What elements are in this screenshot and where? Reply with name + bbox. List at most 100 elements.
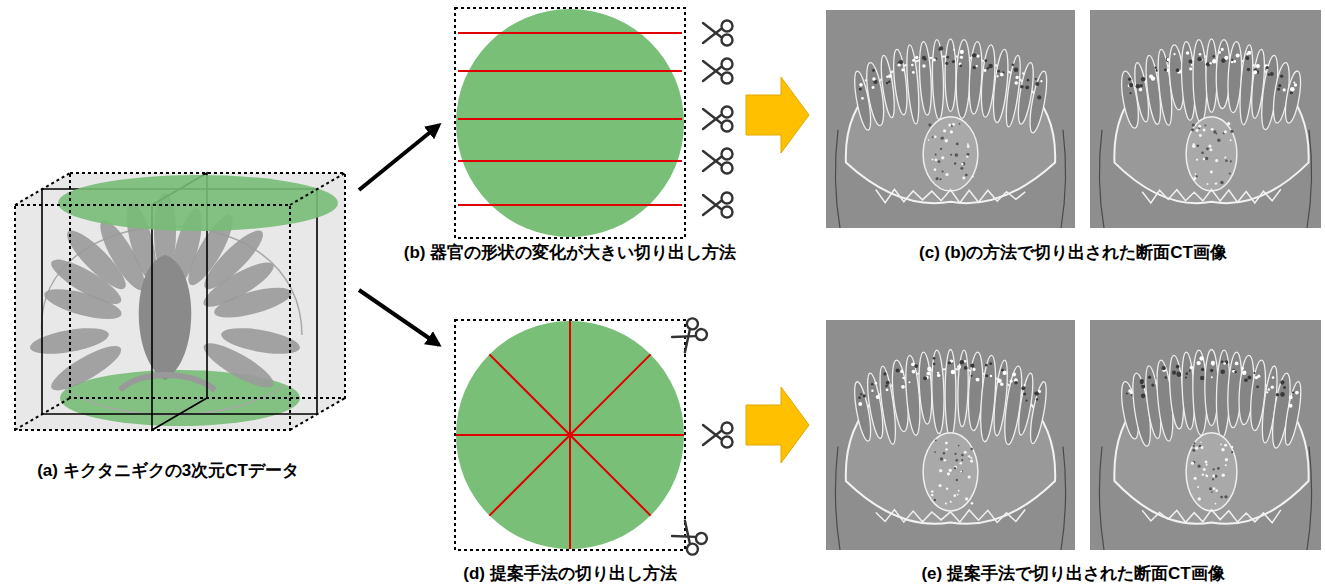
- scissors-icon-part: [703, 201, 721, 215]
- ct-slice-image-part: [858, 396, 861, 399]
- ct-slice-image-part: [1225, 464, 1227, 466]
- ct-slice-image-part: [1212, 474, 1215, 477]
- ct-slice-image-part: [1020, 85, 1023, 88]
- ct-slice-image-part: [931, 158, 933, 160]
- ct-slice-image-part: [915, 56, 918, 59]
- ct-slice-image-part: [922, 56, 926, 60]
- ct-slice-image-part: [872, 86, 875, 89]
- ct-slice-image-part: [1206, 147, 1209, 150]
- ct-slice-image-part: [1211, 128, 1214, 131]
- ct-slice-image-part: [912, 59, 915, 62]
- ct-slice-image-part: [956, 154, 958, 156]
- ct-slice-image-part: [901, 385, 905, 389]
- ct-slice-image-part: [1221, 48, 1224, 51]
- ct-slice-image-part: [902, 377, 904, 379]
- ct-slice-image-part: [1220, 181, 1224, 185]
- ct-slice-image-part: [1221, 369, 1225, 373]
- figure-panel: (c) (b)の方法で切り出された断面CT画像: [815, 5, 1325, 267]
- ct-slice-image-part: [1282, 70, 1303, 124]
- scissors-icon-part: [722, 163, 733, 174]
- ct-slice-image-part: [911, 64, 914, 67]
- ct-slice-image-part: [1165, 376, 1167, 378]
- ct-slice-image-part: [1175, 68, 1179, 72]
- ct-slice-image-part: [908, 381, 910, 383]
- ct-slice-image-part: [886, 381, 890, 385]
- ct-slice-image-part: [1235, 361, 1239, 365]
- ct-slice-image-part: [1216, 133, 1218, 135]
- ct-slice-image-part: [1211, 361, 1215, 365]
- ct-slice-image-part: [1246, 53, 1249, 56]
- ct-slice-image-part: [901, 68, 904, 71]
- ct-slice-image-part: [950, 501, 952, 503]
- ct-slice-image-part: [896, 368, 900, 372]
- ct-slice-image-part: [1283, 88, 1286, 91]
- ct-slice-image-part: [1025, 85, 1029, 89]
- radial-cut-scheme-part: [456, 321, 684, 549]
- ct-slice-image-part: [962, 176, 965, 179]
- ct-slice-image-part: [952, 60, 955, 63]
- bounding-box-part: [290, 398, 345, 430]
- ct-slice-image-part: [961, 454, 964, 457]
- ct-slice-image-part: [1218, 51, 1221, 54]
- ct-slice-image-part: [1194, 176, 1196, 178]
- ct-slice-image-part: [928, 139, 930, 141]
- ct-slice-image-part: [871, 383, 874, 386]
- ct-slice-image-part: [939, 469, 942, 472]
- ct-slice-image-part: [1231, 451, 1233, 453]
- ct-slice-image-part: [1270, 72, 1274, 76]
- ct-slice-image-part: [1196, 129, 1199, 132]
- ct-slice-image-part: [927, 367, 931, 371]
- ct-slice-image-part: [1199, 356, 1203, 360]
- ct-slice-image-part: [1012, 373, 1016, 377]
- ct-slice-image-part: [950, 154, 952, 156]
- cut-line: [458, 118, 682, 120]
- ct-slice-image-part: [1290, 87, 1295, 92]
- scissors-icon: [703, 107, 733, 132]
- scissors-icon-part: [722, 193, 733, 204]
- ct-slice-image-part: [962, 162, 966, 166]
- ct-slice-image-part: [959, 123, 961, 125]
- ct-slice-image-part: [949, 469, 952, 472]
- ct-slice-image-part: [1288, 404, 1292, 408]
- ct-slice-image-part: [966, 155, 968, 157]
- panel-caption: (c) (b)の方法で切り出された断面CT画像: [919, 243, 1227, 263]
- ct-slice-image-part: [1154, 67, 1156, 69]
- ct-slice-image-part: [1192, 143, 1195, 146]
- ct-slice-image-part: [1212, 59, 1217, 64]
- ct-slice-image-part: [954, 467, 956, 469]
- ct-slice-image-part: [940, 148, 942, 150]
- ct-slice-image-part: [932, 136, 934, 138]
- ct-slice-image-part: [967, 145, 970, 148]
- ct-slice-image-part: [1206, 39, 1217, 112]
- ct-slice-image-part: [957, 350, 969, 427]
- scissors-icon: [703, 21, 733, 46]
- ct-slice-image-part: [1215, 475, 1218, 478]
- ct-slice-image-part: [923, 433, 978, 511]
- ct-slice-image-part: [964, 366, 968, 370]
- ct-slice-image-part: [937, 372, 939, 374]
- ct-slice-image-part: [1200, 376, 1205, 381]
- ct-slice-image-part: [1247, 376, 1251, 380]
- ct-slice-image-part: [1022, 72, 1024, 74]
- ct-slice-image-part: [1185, 376, 1187, 378]
- scissors-icon-part: [694, 327, 709, 342]
- scissors-icon-part: [703, 29, 721, 43]
- ct-slice-image-part: [945, 173, 948, 176]
- ct-slice-image-part: [1198, 497, 1201, 500]
- ct-slice-image-part: [1196, 361, 1200, 365]
- ct-slice-image-part: [1266, 391, 1268, 393]
- ct-slice-image-part: [1141, 385, 1145, 389]
- ct-slice-image-part: [948, 124, 951, 127]
- ct-slice-image-part: [1190, 366, 1193, 369]
- flower-model-part: [28, 323, 111, 359]
- ct-slice-image-part: [1220, 444, 1222, 446]
- ct-slice-image-part: [1172, 371, 1176, 375]
- ct-slice-image-part: [972, 368, 975, 371]
- ct-slice-image-part: [1253, 70, 1257, 74]
- ct-slice-image-part: [1188, 60, 1192, 64]
- ct-slice-image-part: [1221, 448, 1224, 451]
- ct-slice-image-part: [1210, 369, 1214, 373]
- ct-slice-image-part: [1217, 139, 1221, 143]
